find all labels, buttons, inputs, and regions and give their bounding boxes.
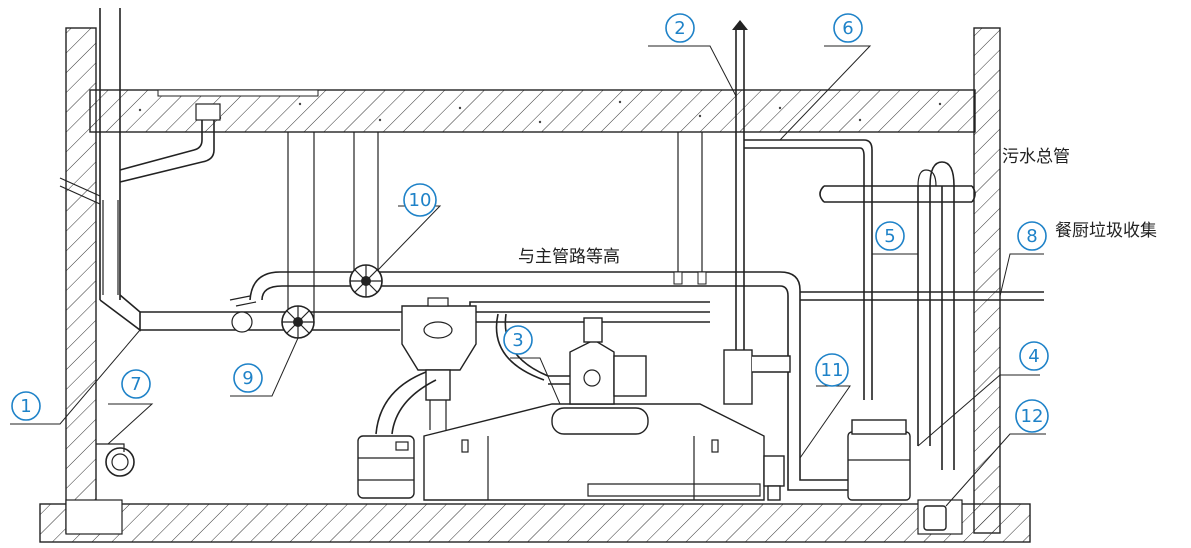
- callout-7: 7: [121, 369, 151, 399]
- callout-8: 8: [1017, 221, 1047, 251]
- separator-tank: [423, 403, 765, 501]
- svg-text:8: 8: [1026, 226, 1037, 247]
- callout-12: 12: [1015, 399, 1049, 433]
- callout-6: 6: [833, 13, 863, 43]
- waste-drum: [357, 435, 415, 499]
- right-vertical-pipes: [917, 161, 955, 470]
- svg-text:12: 12: [1021, 406, 1044, 427]
- callout-9: 9: [233, 363, 263, 393]
- callout-4: 4: [1019, 341, 1049, 371]
- sewage-main-pipe: [819, 185, 976, 203]
- callout-5: 5: [875, 221, 905, 251]
- svg-text:3: 3: [512, 330, 523, 351]
- label-same-height: 与主管路等高: [518, 247, 620, 267]
- left-drain-stack: [59, 8, 221, 332]
- svg-text:4: 4: [1028, 346, 1039, 367]
- lift-station: [847, 419, 911, 501]
- svg-text:11: 11: [821, 360, 844, 381]
- vent-riser: [723, 20, 873, 405]
- ceiling-slab: [89, 89, 976, 133]
- callout-10: 10: [403, 183, 437, 217]
- svg-text:9: 9: [242, 368, 253, 389]
- left-wall: [65, 27, 97, 534]
- label-sewage-main: 污水总管: [1002, 147, 1070, 167]
- floor-slab: [39, 499, 1031, 543]
- flexible-hose: [375, 371, 437, 435]
- small-pump: [763, 455, 785, 501]
- callout-2: 2: [665, 13, 695, 43]
- callout-1: 1: [11, 391, 41, 421]
- svg-text:6: 6: [842, 18, 853, 39]
- svg-text:1: 1: [20, 396, 31, 417]
- valve-10: [349, 264, 383, 298]
- pump-assembly: [495, 313, 647, 405]
- callout-11: 11: [815, 353, 849, 387]
- right-wall: [973, 27, 1001, 534]
- valve-9: [281, 305, 315, 339]
- svg-text:5: 5: [884, 226, 895, 247]
- callout-3: 3: [503, 325, 533, 355]
- kitchen-waste-pipe: [800, 291, 1044, 301]
- svg-text:10: 10: [409, 190, 432, 211]
- submersible-pump: [923, 505, 947, 531]
- bypass-pipe: [249, 271, 850, 491]
- leader-lines: [10, 45, 1046, 507]
- solid-separator: [401, 297, 477, 430]
- label-kitchen-waste: 餐厨垃圾收集: [1055, 221, 1157, 241]
- pipe-end-7: [96, 443, 135, 477]
- svg-text:2: 2: [674, 18, 685, 39]
- svg-text:7: 7: [130, 374, 141, 395]
- pipe-hangers: [287, 132, 707, 320]
